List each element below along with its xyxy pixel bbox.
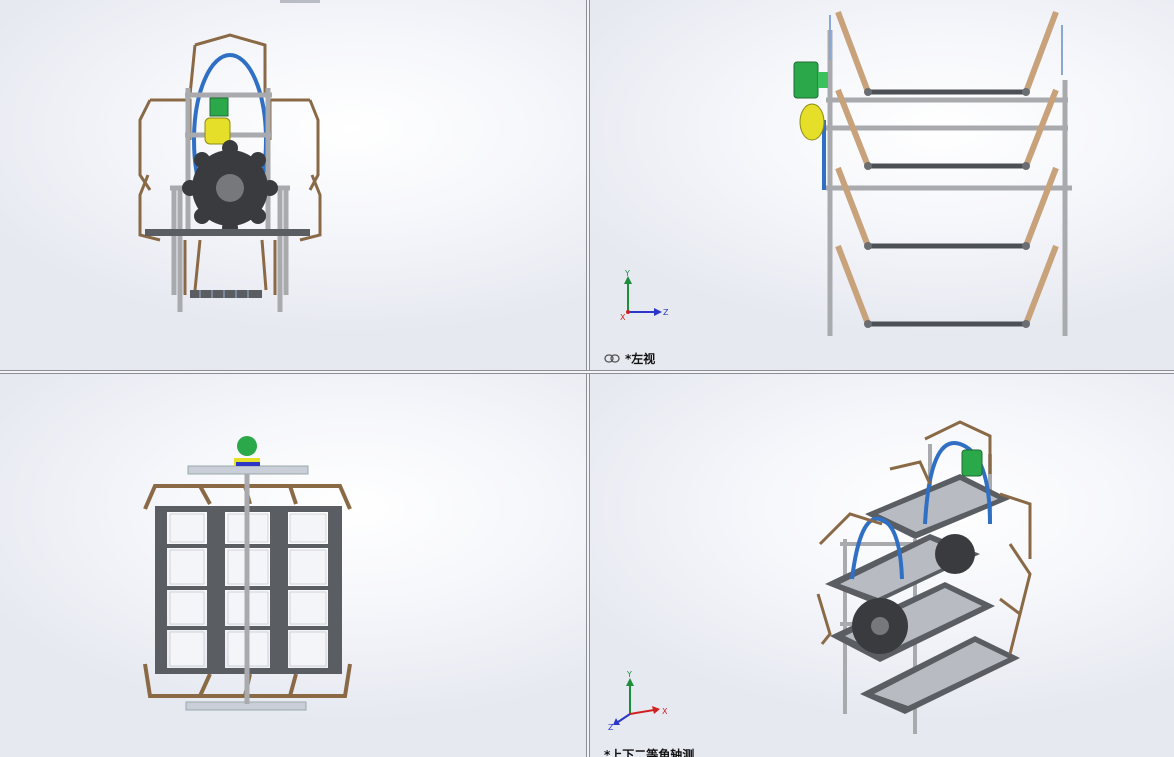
- svg-text:Y: Y: [626, 670, 632, 679]
- viewport-front[interactable]: [0, 0, 586, 370]
- viewport-iso[interactable]: Y X Z *上下二等角轴测: [590, 374, 1174, 757]
- svg-text:Z: Z: [608, 723, 614, 732]
- viewport-label-iso: *上下二等角轴测: [604, 746, 694, 757]
- front-view-model[interactable]: [0, 0, 586, 370]
- viewport-tab: [280, 0, 320, 3]
- left-view-model[interactable]: [590, 0, 1174, 370]
- viewport-label-left: *左视: [604, 350, 655, 367]
- svg-text:Z: Z: [663, 308, 669, 317]
- top-view-model[interactable]: [0, 374, 586, 757]
- svg-text:X: X: [620, 313, 626, 320]
- viewport-splitter-vertical[interactable]: [586, 0, 590, 757]
- coordinate-triad-icon: Y X Z: [608, 670, 668, 732]
- viewport-splitter-horizontal[interactable]: [0, 370, 1174, 374]
- viewport-left[interactable]: Y Z X *左视: [590, 0, 1174, 370]
- viewport-name: *左视: [625, 352, 656, 366]
- svg-text:X: X: [662, 707, 668, 716]
- coordinate-triad-icon: Y Z X: [620, 270, 669, 320]
- link-icon: [604, 354, 620, 363]
- viewport-top[interactable]: [0, 374, 586, 757]
- viewport-name: *上下二等角轴测: [604, 748, 695, 757]
- iso-view-model[interactable]: [590, 374, 1174, 757]
- svg-text:Y: Y: [624, 270, 630, 278]
